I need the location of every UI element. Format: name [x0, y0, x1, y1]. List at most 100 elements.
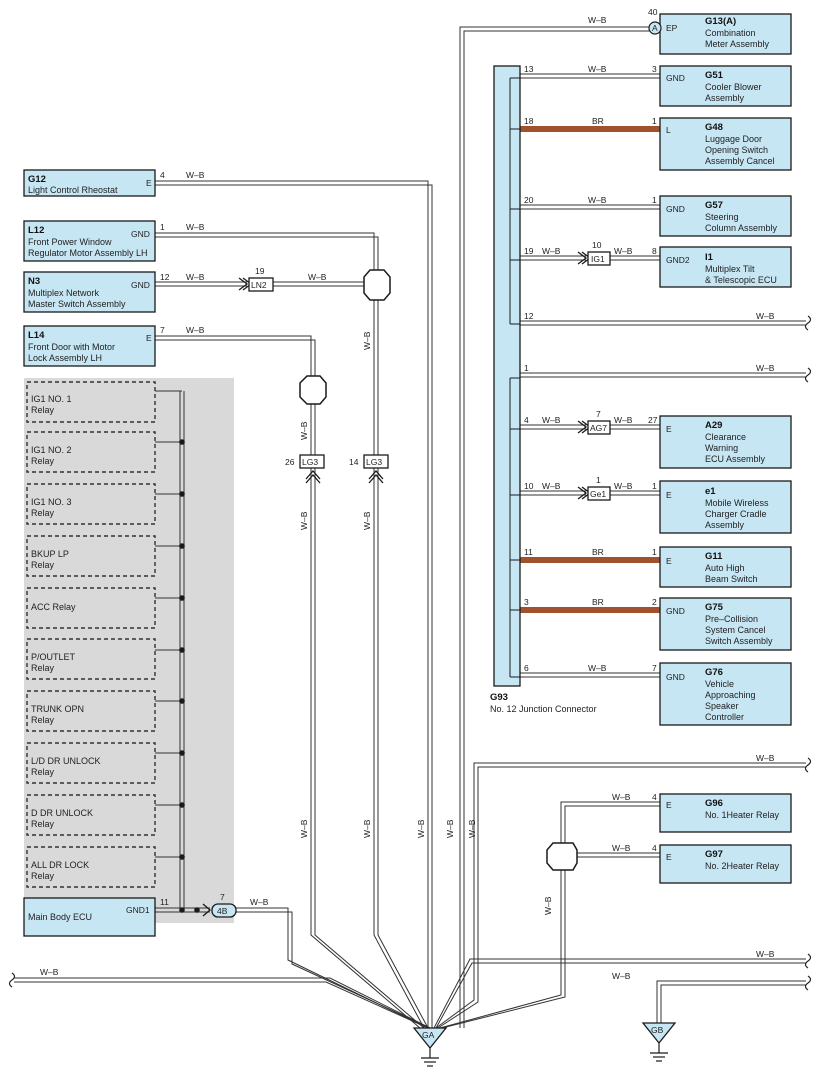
ag7-label: AG7 — [590, 423, 607, 433]
g97-wire-pin: 4 — [652, 843, 657, 853]
wire-label: W–B — [612, 843, 631, 853]
wire-label: W–B — [542, 246, 561, 256]
a29-name1: Clearance — [705, 432, 746, 442]
splice-l14 — [299, 375, 327, 405]
g93-pin-1: 1 — [524, 363, 529, 373]
inline-connector-ge1: Ge1 1 — [577, 475, 611, 501]
n3-name1: Multiplex Network — [28, 288, 100, 298]
l12-wire-pin: 1 — [160, 222, 165, 232]
g96-name1: No. 1Heater Relay — [705, 810, 780, 820]
g11-name2: Beam Switch — [705, 574, 758, 584]
i1-name2: & Telescopic ECU — [705, 275, 777, 285]
wire-label: W–B — [186, 222, 205, 232]
lg3b-pin: 14 — [349, 457, 359, 467]
wire-label: W–B — [588, 663, 607, 673]
lg3a-label: LG3 — [302, 457, 318, 467]
wire-label: W–B — [756, 363, 775, 373]
e1-code: e1 — [705, 486, 716, 497]
g57-name2: Column Assembly — [705, 223, 778, 233]
g13a-conn: A — [652, 23, 658, 33]
g93-code: G93 — [490, 692, 508, 703]
g48-wire-pin: 1 — [652, 116, 657, 126]
l14-pin: E — [146, 333, 152, 343]
relay-label: IG1 NO. 1 — [31, 394, 72, 404]
l12-name2: Regulator Motor Assembly LH — [28, 248, 148, 258]
inline-connector-lg3-14: LG3 14 — [349, 454, 389, 484]
inline-connector-ln2: LN2 19 — [238, 266, 274, 292]
wire-label: W–B — [40, 967, 59, 977]
component-g76: 7 GND G76 Vehicle Approaching Speaker Co… — [588, 662, 792, 726]
a29-name3: ECU Assembly — [705, 454, 766, 464]
g13a-code: G13(A) — [705, 16, 736, 27]
relay-sublabel: Relay — [31, 508, 55, 518]
l14-wire-pin: 7 — [160, 325, 165, 335]
g76-name1: Vehicle — [705, 679, 734, 689]
g51-wire-pin: 3 — [652, 64, 657, 74]
n3-code: N3 — [28, 276, 40, 287]
g97-name1: No. 2Heater Relay — [705, 861, 780, 871]
g13a-pin: EP — [666, 23, 678, 33]
relay-sublabel: Relay — [31, 871, 55, 881]
wire-label: W–B — [588, 64, 607, 74]
relay-block-area — [24, 378, 234, 923]
br-wires — [520, 126, 660, 613]
component-e1: 1 E e1 Mobile Wireless Charger Cradle As… — [542, 480, 792, 534]
g48-code: G48 — [705, 122, 723, 133]
g13a-name1: Combination — [705, 28, 756, 38]
wire-label: W–B — [542, 415, 561, 425]
ln2-pin: 19 — [255, 266, 265, 276]
wire-label: W–B — [299, 421, 309, 440]
g75-name2: System Cancel — [705, 625, 766, 635]
component-g48: 1 L G48 Luggage Door Opening Switch Asse… — [592, 116, 792, 171]
component-g97: 4 E G97 No. 2Heater Relay W–B — [612, 843, 792, 884]
i1-code: I1 — [705, 252, 714, 263]
g11-wire-pin: 1 — [652, 547, 657, 557]
g96-pin: E — [666, 800, 672, 810]
i1-name1: Multiplex Tilt — [705, 264, 755, 274]
g12-name1: Light Control Rheostat — [28, 185, 118, 195]
wire-label: W–B — [612, 971, 631, 981]
relay-label: BKUP LP — [31, 549, 69, 559]
component-g13a: A 40 EP G13(A) Combination Meter Assembl… — [588, 7, 792, 55]
g93-pin-13: 13 — [524, 64, 534, 74]
g11-name1: Auto High — [705, 563, 745, 573]
l14-name2: Lock Assembly LH — [28, 353, 102, 363]
e1-pin: E — [666, 490, 672, 500]
component-g51: 3 GND G51 Cooler Blower Assembly W–B — [588, 64, 792, 107]
g51-name2: Assembly — [705, 93, 745, 103]
g11-code: G11 — [705, 551, 723, 562]
wire-label: W–B — [362, 331, 372, 350]
component-l12: L12 Front Power Window Regulator Motor A… — [23, 220, 205, 262]
g75-pin: GND — [666, 606, 685, 616]
c4b-label: 4B — [217, 906, 228, 916]
wire-label: W–B — [299, 819, 309, 838]
a29-pin: E — [666, 424, 672, 434]
g93-pin-4: 4 — [524, 415, 529, 425]
g93-pin-3: 3 — [524, 597, 529, 607]
ge1-label: Ge1 — [590, 489, 606, 499]
i1-wire-pin: 8 — [652, 246, 657, 256]
splice-l12-n3 — [363, 269, 391, 301]
g97-pin: E — [666, 852, 672, 862]
wire-label: W–B — [756, 949, 775, 959]
relay-label: TRUNK OPN — [31, 704, 84, 714]
g12-code: G12 — [28, 174, 46, 185]
wire-label: W–B — [299, 511, 309, 530]
component-i1: 8 GND2 I1 Multiplex Tilt & Telescopic EC… — [542, 246, 792, 288]
main-ecu-name: Main Body ECU — [28, 912, 92, 922]
e1-name3: Assembly — [705, 520, 745, 530]
wire-label: W–B — [362, 819, 372, 838]
g12-pin: E — [146, 178, 152, 188]
wire-label: W–B — [588, 195, 607, 205]
wire-label: W–B — [308, 272, 327, 282]
n3-pin: GND — [131, 280, 150, 290]
main-ecu-wire-pin: 11 — [160, 897, 169, 907]
c4b-pin: 7 — [220, 892, 225, 902]
g75-wire-pin: 2 — [652, 597, 657, 607]
l14-code: L14 — [28, 330, 45, 341]
